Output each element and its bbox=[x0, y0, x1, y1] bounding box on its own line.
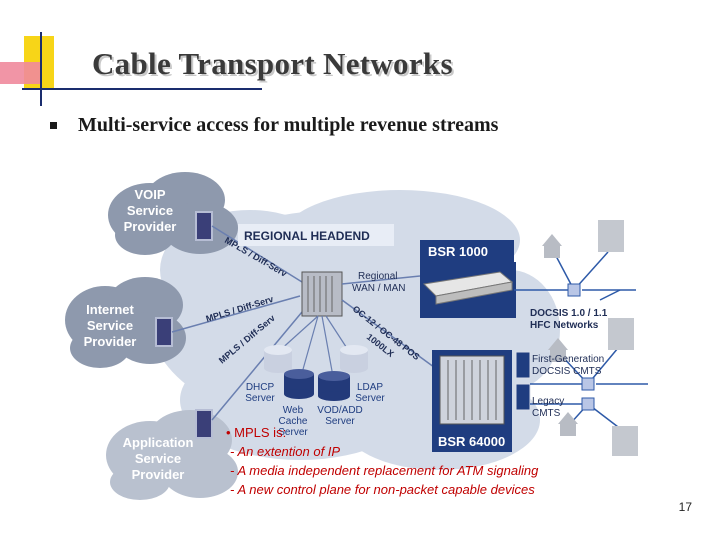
dhcp-label-2: Server bbox=[245, 393, 275, 404]
bsr1000-device bbox=[422, 271, 514, 305]
bullet-marker bbox=[50, 122, 57, 129]
cloud-voip bbox=[108, 172, 238, 255]
legacy-cmts-box bbox=[515, 383, 531, 411]
ldap-label-1: LDAP bbox=[357, 382, 383, 393]
docsis-hfc-label-1: DOCSIS 1.0 / 1.1 bbox=[530, 308, 608, 319]
vod-label-1: VOD/ADD bbox=[317, 405, 363, 416]
vod-label-2: Server bbox=[325, 416, 355, 427]
legacy-label-2: CMTS bbox=[532, 408, 561, 419]
hfc-node-1 bbox=[567, 283, 581, 297]
web-label-1: Web bbox=[283, 405, 304, 416]
page-title: Cable Transport Networks bbox=[92, 46, 453, 81]
bullet-text: Multi-service access for multiple revenu… bbox=[78, 114, 499, 136]
house-icon bbox=[548, 338, 568, 362]
provider-links bbox=[171, 225, 303, 421]
docsis-hfc-label-2: HFC Networks bbox=[530, 320, 599, 331]
house-icon bbox=[542, 234, 562, 258]
cloud-application bbox=[106, 410, 238, 500]
corner-vertical-line bbox=[40, 32, 42, 106]
cloud-voip-label-1: VOIP bbox=[134, 187, 165, 202]
voip-server-box bbox=[195, 211, 213, 241]
vod-server-cylinder bbox=[318, 371, 350, 401]
bsr1000-banner bbox=[420, 240, 514, 262]
corner-red-square bbox=[0, 62, 42, 84]
cloud-internet-label-1: Internet bbox=[86, 302, 134, 317]
building-icon bbox=[598, 220, 624, 252]
dhcp-label-1: DHCP bbox=[246, 382, 275, 393]
web-cache-cylinder bbox=[284, 369, 314, 399]
annotation-line-3: - A media independent replacement for AT… bbox=[230, 463, 539, 478]
corner-horizontal-line bbox=[22, 88, 262, 90]
central-router bbox=[301, 271, 343, 317]
headend-label: REGIONAL HEADEND bbox=[244, 229, 370, 243]
cloud-voip-label-2: Service bbox=[127, 203, 173, 218]
legacy-label-1: Legacy bbox=[532, 396, 564, 407]
hfc-node-3 bbox=[581, 397, 595, 411]
first-gen-label-2: DOCSIS CMTS bbox=[532, 366, 602, 377]
annotation-line-4: - A new control plane for non-packet cap… bbox=[230, 482, 535, 497]
dhcp-server-cylinder bbox=[264, 345, 292, 373]
first-gen-label-1: First-Generation bbox=[532, 354, 604, 365]
backbone-links bbox=[341, 275, 439, 371]
regional-wan-label-2: WAN / MAN bbox=[352, 283, 406, 294]
cloud-app-label-3: Provider bbox=[132, 467, 185, 482]
app-server-box bbox=[195, 409, 213, 439]
bsr1000-label: BSR 1000 bbox=[428, 244, 488, 259]
regional-wan-label-1: Regional bbox=[358, 271, 397, 282]
cloud-app-label-2: Service bbox=[135, 451, 181, 466]
cloud-app-label-1: Application bbox=[123, 435, 194, 450]
page-number: 17 bbox=[678, 500, 692, 514]
bsr64000-banner bbox=[432, 430, 512, 452]
internet-server-box bbox=[155, 317, 173, 347]
cloud-internet-label-3: Provider bbox=[84, 334, 137, 349]
ldap-server-cylinder bbox=[340, 345, 368, 373]
annotation-line-2: - An extention of IP bbox=[230, 444, 340, 459]
building-icon bbox=[612, 426, 638, 456]
cloud-voip-label-3: Provider bbox=[124, 219, 177, 234]
ldap-label-2: Server bbox=[355, 393, 385, 404]
web-label-3: Server bbox=[278, 427, 308, 438]
building-icon bbox=[608, 318, 634, 350]
house-icon bbox=[558, 412, 578, 436]
cloud-internet-label-2: Service bbox=[87, 318, 133, 333]
bsr64000-label: BSR 64000 bbox=[438, 434, 505, 449]
hfc-node-2 bbox=[581, 377, 595, 391]
bsr64000-chassis bbox=[439, 355, 505, 425]
web-label-2: Cache bbox=[279, 416, 308, 427]
first-gen-cmts-box bbox=[515, 351, 531, 379]
annotation-line-1: • MPLS is: bbox=[226, 425, 286, 440]
headend-banner-bg bbox=[238, 224, 394, 246]
